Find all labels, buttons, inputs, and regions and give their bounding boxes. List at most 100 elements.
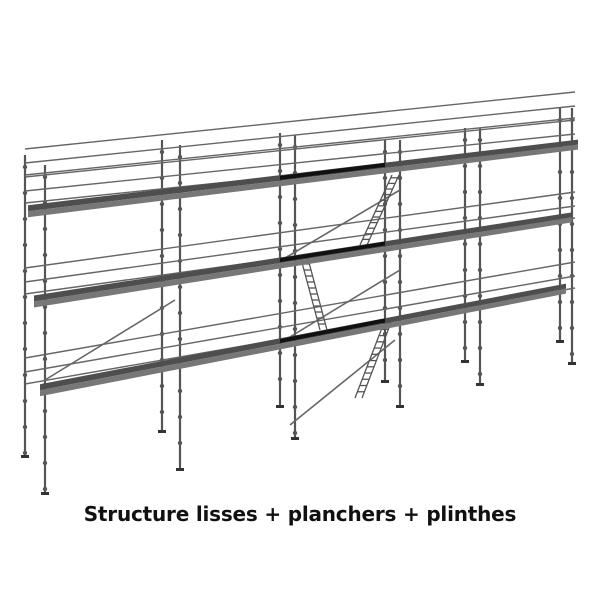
coupler-rosette <box>277 272 283 278</box>
coupler-rosette <box>462 345 468 351</box>
coupler-rosette <box>477 371 483 377</box>
coupler-rosette <box>382 253 388 259</box>
coupler-rosette <box>177 414 183 420</box>
coupler-rosette <box>382 357 388 363</box>
diagonal-brace <box>284 189 401 259</box>
coupler-rosette <box>569 299 575 305</box>
coupler-rosette <box>477 189 483 195</box>
coupler-rosette <box>292 222 298 228</box>
coupler-rosette <box>462 241 468 247</box>
coupler-rosette <box>569 351 575 357</box>
base-plate <box>41 492 49 495</box>
coupler-rosette <box>277 298 283 304</box>
ladder-rail <box>299 254 321 331</box>
coupler-rosette <box>177 336 183 342</box>
coupler-rosette <box>177 232 183 238</box>
coupler-rosette <box>477 267 483 273</box>
coupler-rosette <box>42 356 48 362</box>
coupler-rosette <box>382 175 388 181</box>
coupler-rosette <box>42 226 48 232</box>
coupler-rosette <box>292 378 298 384</box>
ladders <box>299 174 400 399</box>
coupler-rosette <box>159 253 165 259</box>
base-plate <box>176 468 184 471</box>
coupler-rosette <box>177 440 183 446</box>
coupler-rosette <box>277 350 283 356</box>
base-plate <box>568 362 576 365</box>
coupler-rosette <box>42 174 48 180</box>
guard-rail <box>24 117 576 176</box>
guard-rail <box>24 133 576 192</box>
ladder-hatch <box>280 318 385 343</box>
coupler-rosette <box>22 268 28 274</box>
coupler-rosette <box>462 215 468 221</box>
toe-board <box>28 144 578 218</box>
coupler-rosette <box>382 279 388 285</box>
coupler-rosette <box>22 372 28 378</box>
coupler-rosette <box>42 330 48 336</box>
coupler-rosette <box>42 408 48 414</box>
coupler-rosette <box>292 300 298 306</box>
diagonal-brace <box>284 269 401 341</box>
coupler-rosette <box>569 195 575 201</box>
coupler-rosette <box>462 319 468 325</box>
coupler-rosette <box>397 279 403 285</box>
coupler-rosette <box>292 326 298 332</box>
base-plate <box>381 380 389 383</box>
coupler-rosette <box>557 273 563 279</box>
coupler-rosette <box>292 274 298 280</box>
coupler-rosette <box>397 253 403 259</box>
toe-board <box>40 288 566 397</box>
ladder-rail <box>361 319 393 399</box>
coupler-rosette <box>22 294 28 300</box>
coupler-rosette <box>177 206 183 212</box>
coupler-rosette <box>42 486 48 492</box>
guard-rail <box>24 275 576 373</box>
coupler-rosette <box>557 169 563 175</box>
coupler-rosette <box>397 331 403 337</box>
diagonal-braces <box>44 189 401 426</box>
coupler-rosette <box>569 247 575 253</box>
base-plate <box>556 340 564 343</box>
base-plate <box>461 360 469 363</box>
coupler-rosette <box>22 216 28 222</box>
ladder-hatch <box>280 241 385 263</box>
base-plate <box>291 437 299 440</box>
coupler-rosette <box>159 383 165 389</box>
coupler-rosette <box>477 241 483 247</box>
coupler-rosette <box>462 163 468 169</box>
base-plate <box>476 383 484 386</box>
coupler-rosette <box>159 149 165 155</box>
coupler-rosette <box>462 267 468 273</box>
coupler-rosette <box>292 404 298 410</box>
coupler-rosette <box>277 376 283 382</box>
base-plate <box>276 405 284 408</box>
coupler-rosette <box>292 352 298 358</box>
guard-rail <box>24 105 576 164</box>
coupler-rosette <box>277 168 283 174</box>
coupler-rosette <box>292 196 298 202</box>
coupler-rosette <box>22 164 28 170</box>
ladder-rail <box>366 174 400 246</box>
coupler-rosette <box>397 383 403 389</box>
base-plate <box>21 455 29 458</box>
diagonal-brace <box>44 299 176 381</box>
coupler-rosette <box>477 345 483 351</box>
coupler-rosette <box>569 221 575 227</box>
coupler-rosette <box>557 325 563 331</box>
coupler-rosette <box>462 137 468 143</box>
coupler-rosette <box>477 163 483 169</box>
ladder-hatch <box>280 162 385 180</box>
coupler-rosette <box>477 293 483 299</box>
coupler-rosette <box>42 252 48 258</box>
toe-board <box>34 217 572 308</box>
coupler-rosette <box>397 201 403 207</box>
coupler-rosette <box>277 142 283 148</box>
guard-rail <box>24 261 576 359</box>
guard-rail <box>24 119 576 178</box>
coupler-rosette <box>277 220 283 226</box>
coupler-rosette <box>382 227 388 233</box>
guard-rail <box>24 205 576 283</box>
coupler-rosette <box>177 180 183 186</box>
